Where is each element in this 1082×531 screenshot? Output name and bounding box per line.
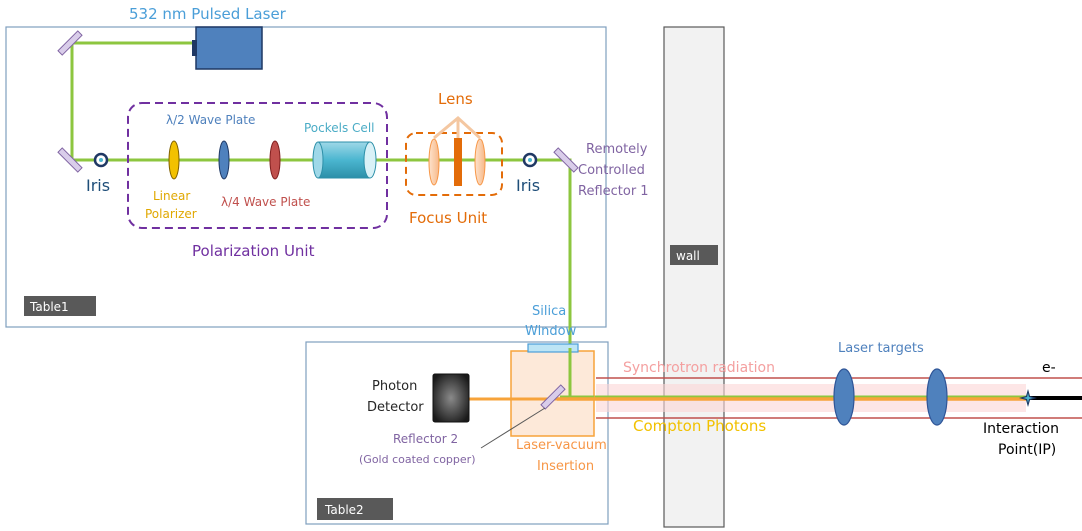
- compton-label: Compton Photons: [633, 417, 766, 435]
- quarter-wave-plate: [269, 140, 281, 180]
- focus-lens-1: [428, 138, 440, 186]
- photon-detector-label-2: Detector: [367, 400, 424, 415]
- reflector1-label-1: Remotely: [586, 142, 648, 157]
- silica-window-label-2: Window: [525, 324, 577, 339]
- silica-window-label-1: Silica: [532, 304, 566, 319]
- laser-beam-path: [70, 41, 572, 348]
- remotely-controlled-reflector-1: [553, 147, 579, 173]
- focus-lens-2: [474, 138, 486, 186]
- synchrotron-label: Synchrotron radiation: [623, 360, 775, 376]
- table2-frame: [305, 341, 609, 525]
- mirror-bottom-left: [57, 147, 83, 173]
- half-wave-plate: [218, 140, 230, 180]
- focus-unit-label: Focus Unit: [409, 209, 487, 227]
- reflector-2: [540, 384, 566, 410]
- laser-target-1: [833, 368, 855, 426]
- interaction-point-star: [1019, 389, 1037, 407]
- wall-label: wall: [676, 249, 700, 263]
- laser-source: [195, 26, 263, 70]
- reflector2-callout: [480, 407, 546, 449]
- linear-polarizer-label-2: Polarizer: [145, 207, 197, 221]
- lens-label: Lens: [438, 90, 473, 108]
- insertion-label-2: Insertion: [537, 459, 594, 474]
- table1-frame: [5, 26, 607, 328]
- photon-detector: [432, 373, 470, 423]
- silica-window: [527, 343, 579, 353]
- insertion-label-1: Laser-vacuum: [516, 438, 607, 453]
- laser-target-2: [926, 368, 948, 426]
- focus-unit-box: [405, 132, 503, 196]
- pockels-cell-label: Pockels Cell: [304, 121, 374, 135]
- reflector2-label-2: (Gold coated copper): [359, 453, 475, 466]
- quarter-wave-plate-label: λ/4 Wave Plate: [221, 195, 310, 209]
- laser-targets-label: Laser targets: [838, 341, 924, 356]
- iris-left-label: Iris: [86, 176, 110, 195]
- electron-label: e-: [1042, 360, 1056, 376]
- wall: [663, 26, 725, 528]
- reflector2-label-1: Reflector 2: [393, 432, 458, 446]
- wall-badge: [670, 245, 718, 265]
- laser-label: 532 nm Pulsed Laser: [129, 5, 287, 23]
- polarization-unit-label: Polarization Unit: [192, 242, 315, 260]
- iris-right-label: Iris: [516, 176, 540, 195]
- reflector1-label-3: Reflector 1: [578, 184, 649, 199]
- linear-polarizer: [168, 140, 180, 180]
- interaction-point-label-2: Point(IP): [998, 442, 1056, 458]
- iris-right-icon: [522, 152, 538, 168]
- focus-lens-center: [454, 138, 462, 186]
- interaction-point-label-1: Interaction: [983, 421, 1059, 437]
- half-wave-plate-label: λ/2 Wave Plate: [166, 113, 255, 127]
- laser-aperture: [192, 40, 197, 56]
- photon-detector-label-1: Photon: [372, 379, 417, 394]
- table2-badge: [317, 498, 393, 520]
- reflector1-label-2: Controlled: [578, 163, 645, 178]
- table2-label: Table2: [324, 503, 364, 517]
- table1-badge: [24, 296, 96, 316]
- linear-polarizer-label-1: Linear: [153, 189, 190, 203]
- mirror-top-left: [57, 30, 83, 56]
- iris-left-icon: [93, 152, 109, 168]
- pockels-cell: [312, 141, 377, 179]
- polarization-unit-box: [127, 102, 388, 229]
- table1-label: Table1: [29, 300, 69, 314]
